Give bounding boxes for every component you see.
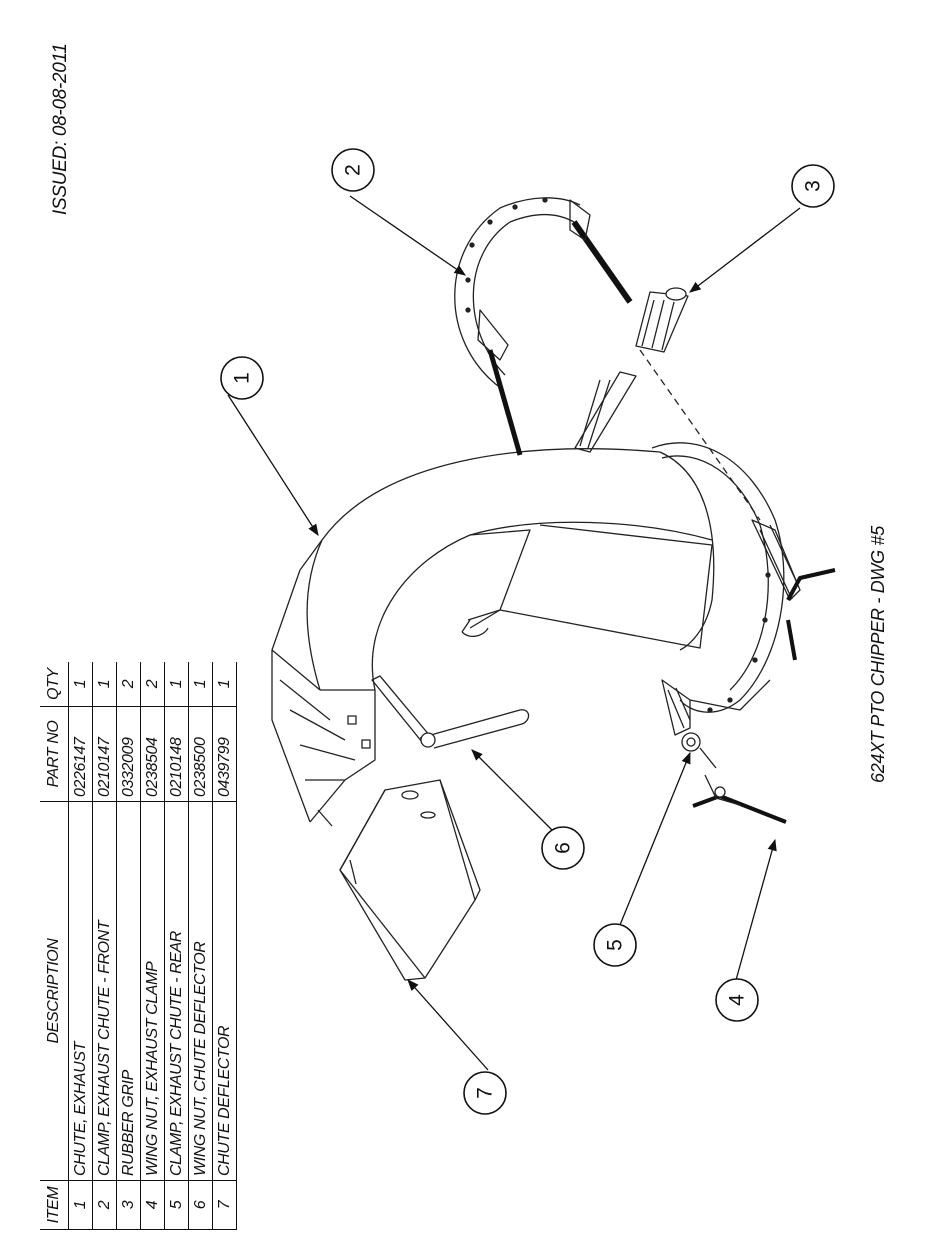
front-clamp-part [454,197,633,456]
callout-label-4: 4 [726,994,749,1006]
callout-label-5: 5 [604,939,627,951]
callout-balloon-2 [331,148,375,192]
leader-lines [227,195,801,1071]
exhaust-chute-part [271,448,715,827]
callout-label-1: 1 [231,372,254,384]
leader-line-5 [619,751,691,926]
wing-nut-exhaust-clamp-part [692,568,836,824]
leader-line-2 [349,195,466,276]
callout-balloon-6 [541,826,585,870]
callout-balloon-5 [593,923,637,967]
callout-label-7: 7 [474,1087,497,1099]
rear-clamp-bolt [681,732,717,769]
callout-balloon-4 [715,978,759,1022]
rubber-grip-part [574,287,761,521]
callout-balloon-7 [463,1071,507,1115]
leader-line-7 [407,979,489,1071]
callout-label-2: 2 [342,164,365,176]
callout-label-3: 3 [802,180,825,192]
leader-line-3 [689,207,801,293]
callout-balloon-3 [791,164,835,208]
callout-balloon-1 [220,356,264,400]
rear-clamp-part [651,442,801,736]
leader-line-4 [735,838,777,981]
wing-nut-deflector-part [371,675,530,749]
callout-label-6: 6 [552,842,575,854]
leader-line-1 [227,394,319,536]
leader-line-6 [471,749,553,831]
chute-deflector-part [339,779,481,981]
